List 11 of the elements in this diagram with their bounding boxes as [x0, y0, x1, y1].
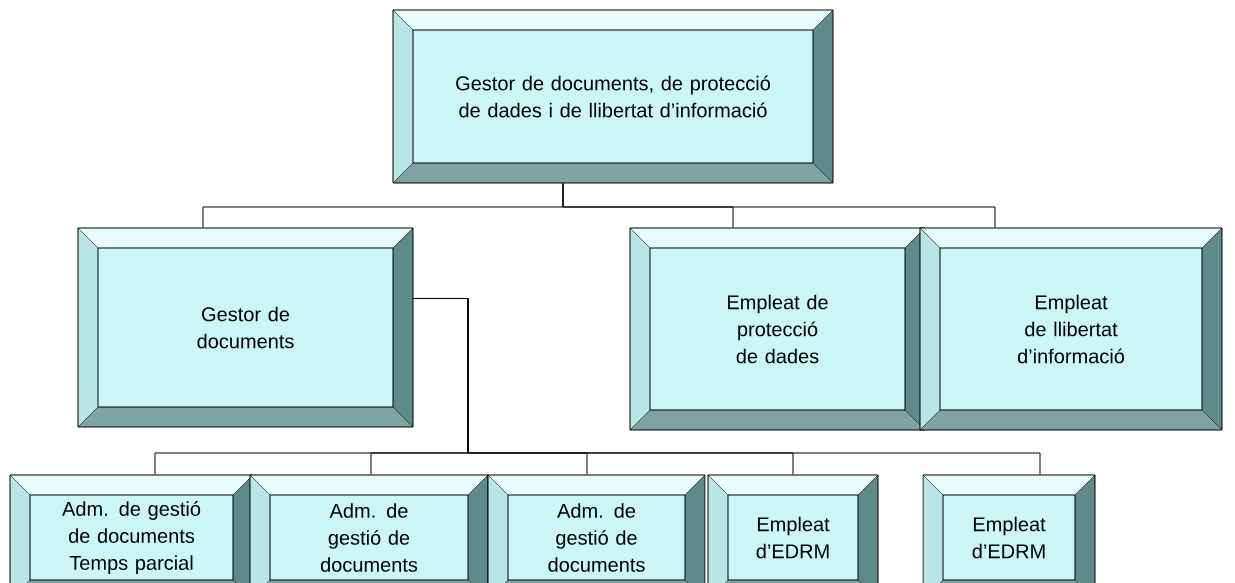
bevel-box: Gestor de documents, de protecció de dades i de llibertat d’informació: [392, 9, 834, 184]
bevel-box: Empleat de llibertat d’informació: [919, 227, 1223, 431]
bevel-box: Adm. de gestió de documents Temps parcial: [9, 474, 254, 583]
bevel-box: Empleat d’EDRM: [707, 474, 879, 583]
connector-line: [562, 183, 996, 228]
bevel-box: Gestor de documents: [77, 227, 414, 428]
bevel-box: Empleat de protecció de dades: [629, 227, 926, 431]
connector-line: [413, 298, 1041, 475]
bevel-box: Adm. de gestió de documents: [249, 474, 489, 583]
bevel-box: Empleat d’EDRM: [922, 474, 1096, 583]
bevel-box: Adm. de gestió de documents: [487, 474, 706, 583]
